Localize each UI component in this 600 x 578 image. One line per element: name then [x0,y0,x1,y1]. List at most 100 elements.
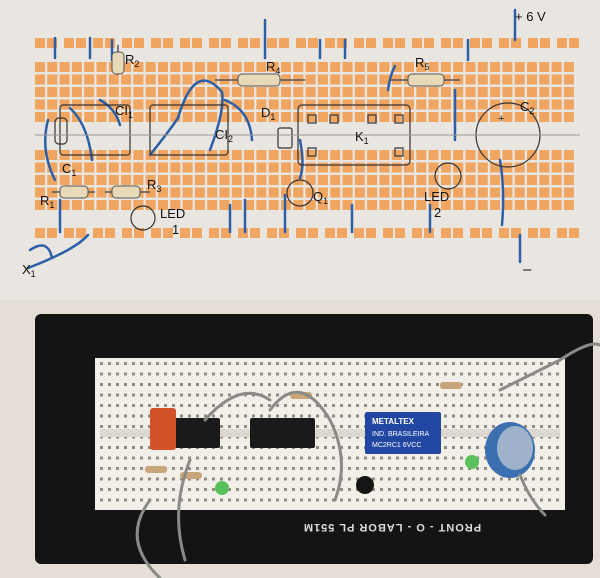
breadboard-hole [228,477,231,481]
breadboard-hole [332,393,335,397]
breadboard-hole [436,467,439,470]
breadboard-hole [452,498,455,502]
breadboard-hole [164,362,167,365]
breadboard-hole [420,393,423,397]
breadboard-hole [340,393,343,397]
pad [221,38,231,48]
pad [540,228,550,238]
pad [391,175,402,185]
pad [256,175,267,185]
breadboard-hole [220,383,223,386]
breadboard-hole [396,477,399,481]
breadboard-hole [396,467,399,470]
resistors [52,45,460,199]
breadboard-hole [220,372,223,376]
breadboard-hole [164,383,167,386]
pad [192,228,202,238]
pad [308,228,318,238]
pad [367,87,378,97]
breadboard-hole [348,488,351,491]
breadboard-hole [140,498,143,502]
breadboard-hole [404,477,407,481]
breadboard-hole [228,414,231,418]
pad [342,112,353,122]
pad [551,200,562,210]
breadboard-hole [396,456,399,460]
breadboard-hole [180,404,183,407]
pad [477,187,488,198]
breadboard-hole [244,456,247,460]
breadboard-hole [388,467,391,470]
breadboard-hole [292,362,295,365]
breadboard-hole [116,425,119,428]
breadboard-hole [484,477,487,481]
pad [527,175,537,185]
pad [527,74,537,85]
breadboard-hole [260,488,263,491]
breadboard-hole [476,414,479,418]
pad [404,200,414,210]
breadboard-hole [412,383,415,386]
breadboard-hole [212,488,215,491]
breadboard-hole [252,383,255,386]
pad [231,200,242,210]
pad [563,187,574,198]
breadboard-hole [444,446,447,449]
breadboard-hole [244,414,247,418]
breadboard-hole [492,425,495,428]
breadboard-hole [300,383,303,386]
pad [502,150,513,160]
breadboard-hole [428,477,431,481]
pad [404,112,414,122]
breadboard-hole [116,446,119,449]
pad [354,200,365,210]
pad [490,150,501,160]
breadboard-hole [300,372,303,376]
breadboard-hole [268,456,271,460]
breadboard-hole [348,446,351,449]
pad [209,228,219,238]
pad [121,175,132,185]
breadboard-hole [140,456,143,460]
pad [108,112,119,122]
breadboard-hole [164,404,167,407]
pad [71,74,82,85]
breadboard-hole [356,467,359,470]
breadboard-hole [172,404,175,407]
breadboard-hole [156,456,159,460]
pad [305,187,316,198]
breadboard-hole [132,488,135,491]
pad [145,200,156,210]
pad [428,187,439,198]
pad [250,38,260,48]
breadboard-hole [164,488,167,491]
breadboard-hole [516,372,519,376]
breadboard-hole [380,488,383,491]
pad [416,175,427,185]
breadboard-hole [524,498,527,502]
breadboard-hole [372,477,375,481]
breadboard-hole [180,467,183,470]
breadboard-hole [300,414,303,418]
pad [551,74,562,85]
pad [231,87,242,97]
breadboard-hole [412,404,415,407]
breadboard-hole [468,414,471,418]
breadboard-hole [412,477,415,481]
breadboard-hole [172,456,175,460]
pad [551,62,562,72]
breadboard-hole [476,362,479,365]
pad [71,87,82,97]
breadboard-hole [380,362,383,365]
breadboard-hole [508,362,511,365]
breadboard-hole [324,393,327,397]
breadboard-hole [348,467,351,470]
pad [59,62,70,72]
pad [465,87,476,97]
breadboard-hole [140,372,143,376]
pad [514,150,525,160]
breadboard-hole [236,372,239,376]
pad [391,87,402,97]
breadboard-hole [252,456,255,460]
breadboard-hole [172,383,175,386]
